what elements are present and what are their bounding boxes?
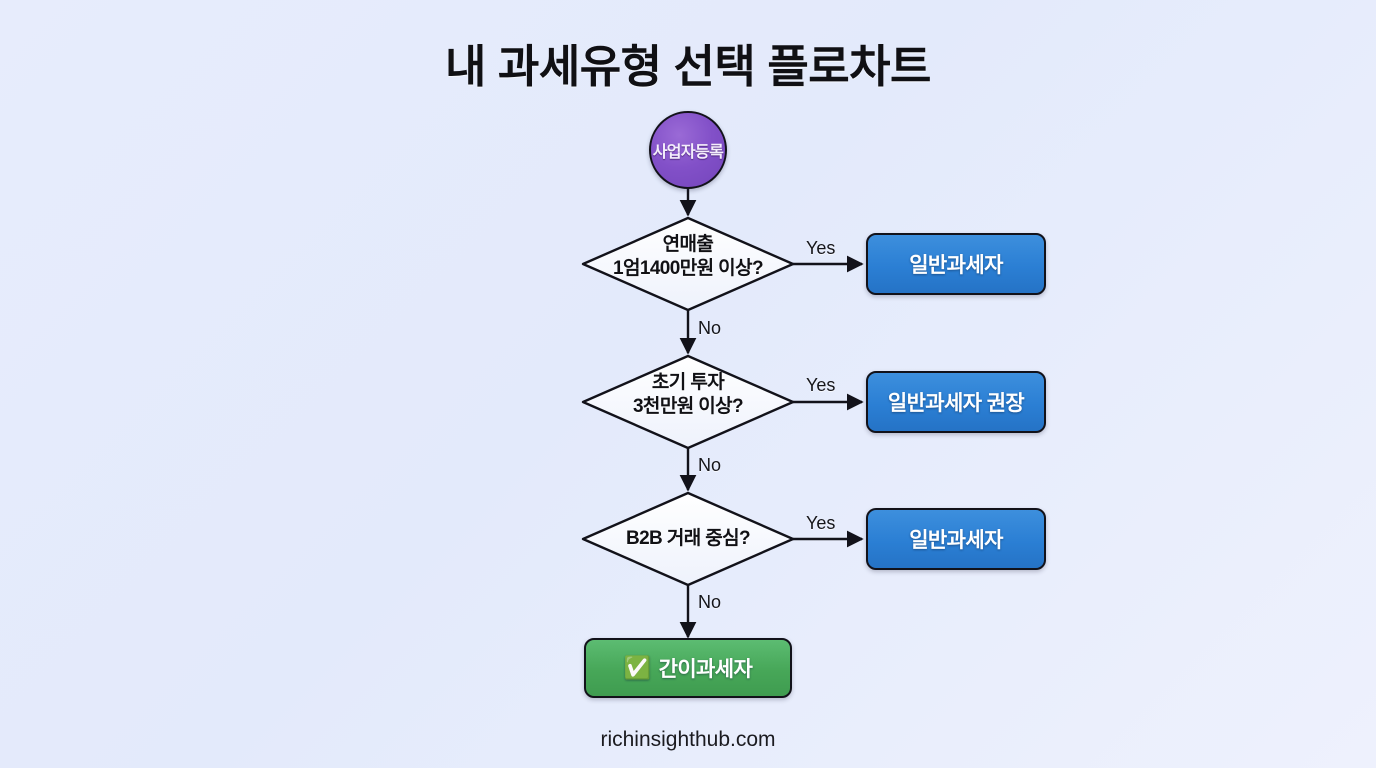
decision-revenue-line1: 연매출	[662, 234, 714, 255]
edge-label-b2b-yes: Yes	[806, 513, 836, 533]
node-start-label: 사업자등록	[652, 144, 724, 161]
decision-investment-line1: 초기 투자	[651, 372, 725, 393]
node-outcome-general-recommended-label: 일반과세자 권장	[887, 392, 1025, 415]
edge-label-investment-yes: Yes	[806, 375, 836, 395]
page-title: 내 과세유형 선택 플로차트	[445, 41, 931, 92]
node-outcome-general-2[interactable]: 일반과세자	[866, 508, 1046, 570]
node-start-business-registration[interactable]: 사업자등록	[649, 111, 727, 189]
edge-label-b2b-no: No	[698, 592, 722, 612]
node-outcome-general-1-label: 일반과세자	[909, 254, 1003, 277]
edge-label-investment-no: No	[698, 455, 722, 475]
check-mark-icon: ✅	[623, 655, 651, 680]
decision-revenue-label: 연매출 1엄1400만원 이상?	[568, 233, 808, 281]
decision-revenue-line2: 1엄1400만원 이상?	[613, 257, 764, 279]
node-outcome-general-recommended[interactable]: 일반과세자 권장	[866, 371, 1046, 433]
decision-b2b-label: B2B 거래 중심?	[568, 527, 808, 551]
edge-label-revenue-yes: Yes	[806, 238, 836, 258]
decision-b2b-line1: B2B 거래 중심?	[625, 528, 751, 549]
node-outcome-general-2-label: 일반과세자	[909, 529, 1003, 552]
node-outcome-simplified[interactable]: ✅ 간이과세자	[584, 638, 792, 698]
footer-url: richinsighthub.com	[600, 728, 776, 751]
node-outcome-simplified-label: 간이과세자	[658, 658, 753, 681]
node-outcome-simplified-label-wrap: ✅ 간이과세자	[623, 653, 753, 683]
decision-investment-label: 초기 투자 3천만원 이상?	[568, 371, 808, 419]
decision-investment-line2: 3천만원 이상?	[632, 395, 744, 417]
node-outcome-general-1[interactable]: 일반과세자	[866, 233, 1046, 295]
edge-label-revenue-no: No	[698, 318, 722, 338]
